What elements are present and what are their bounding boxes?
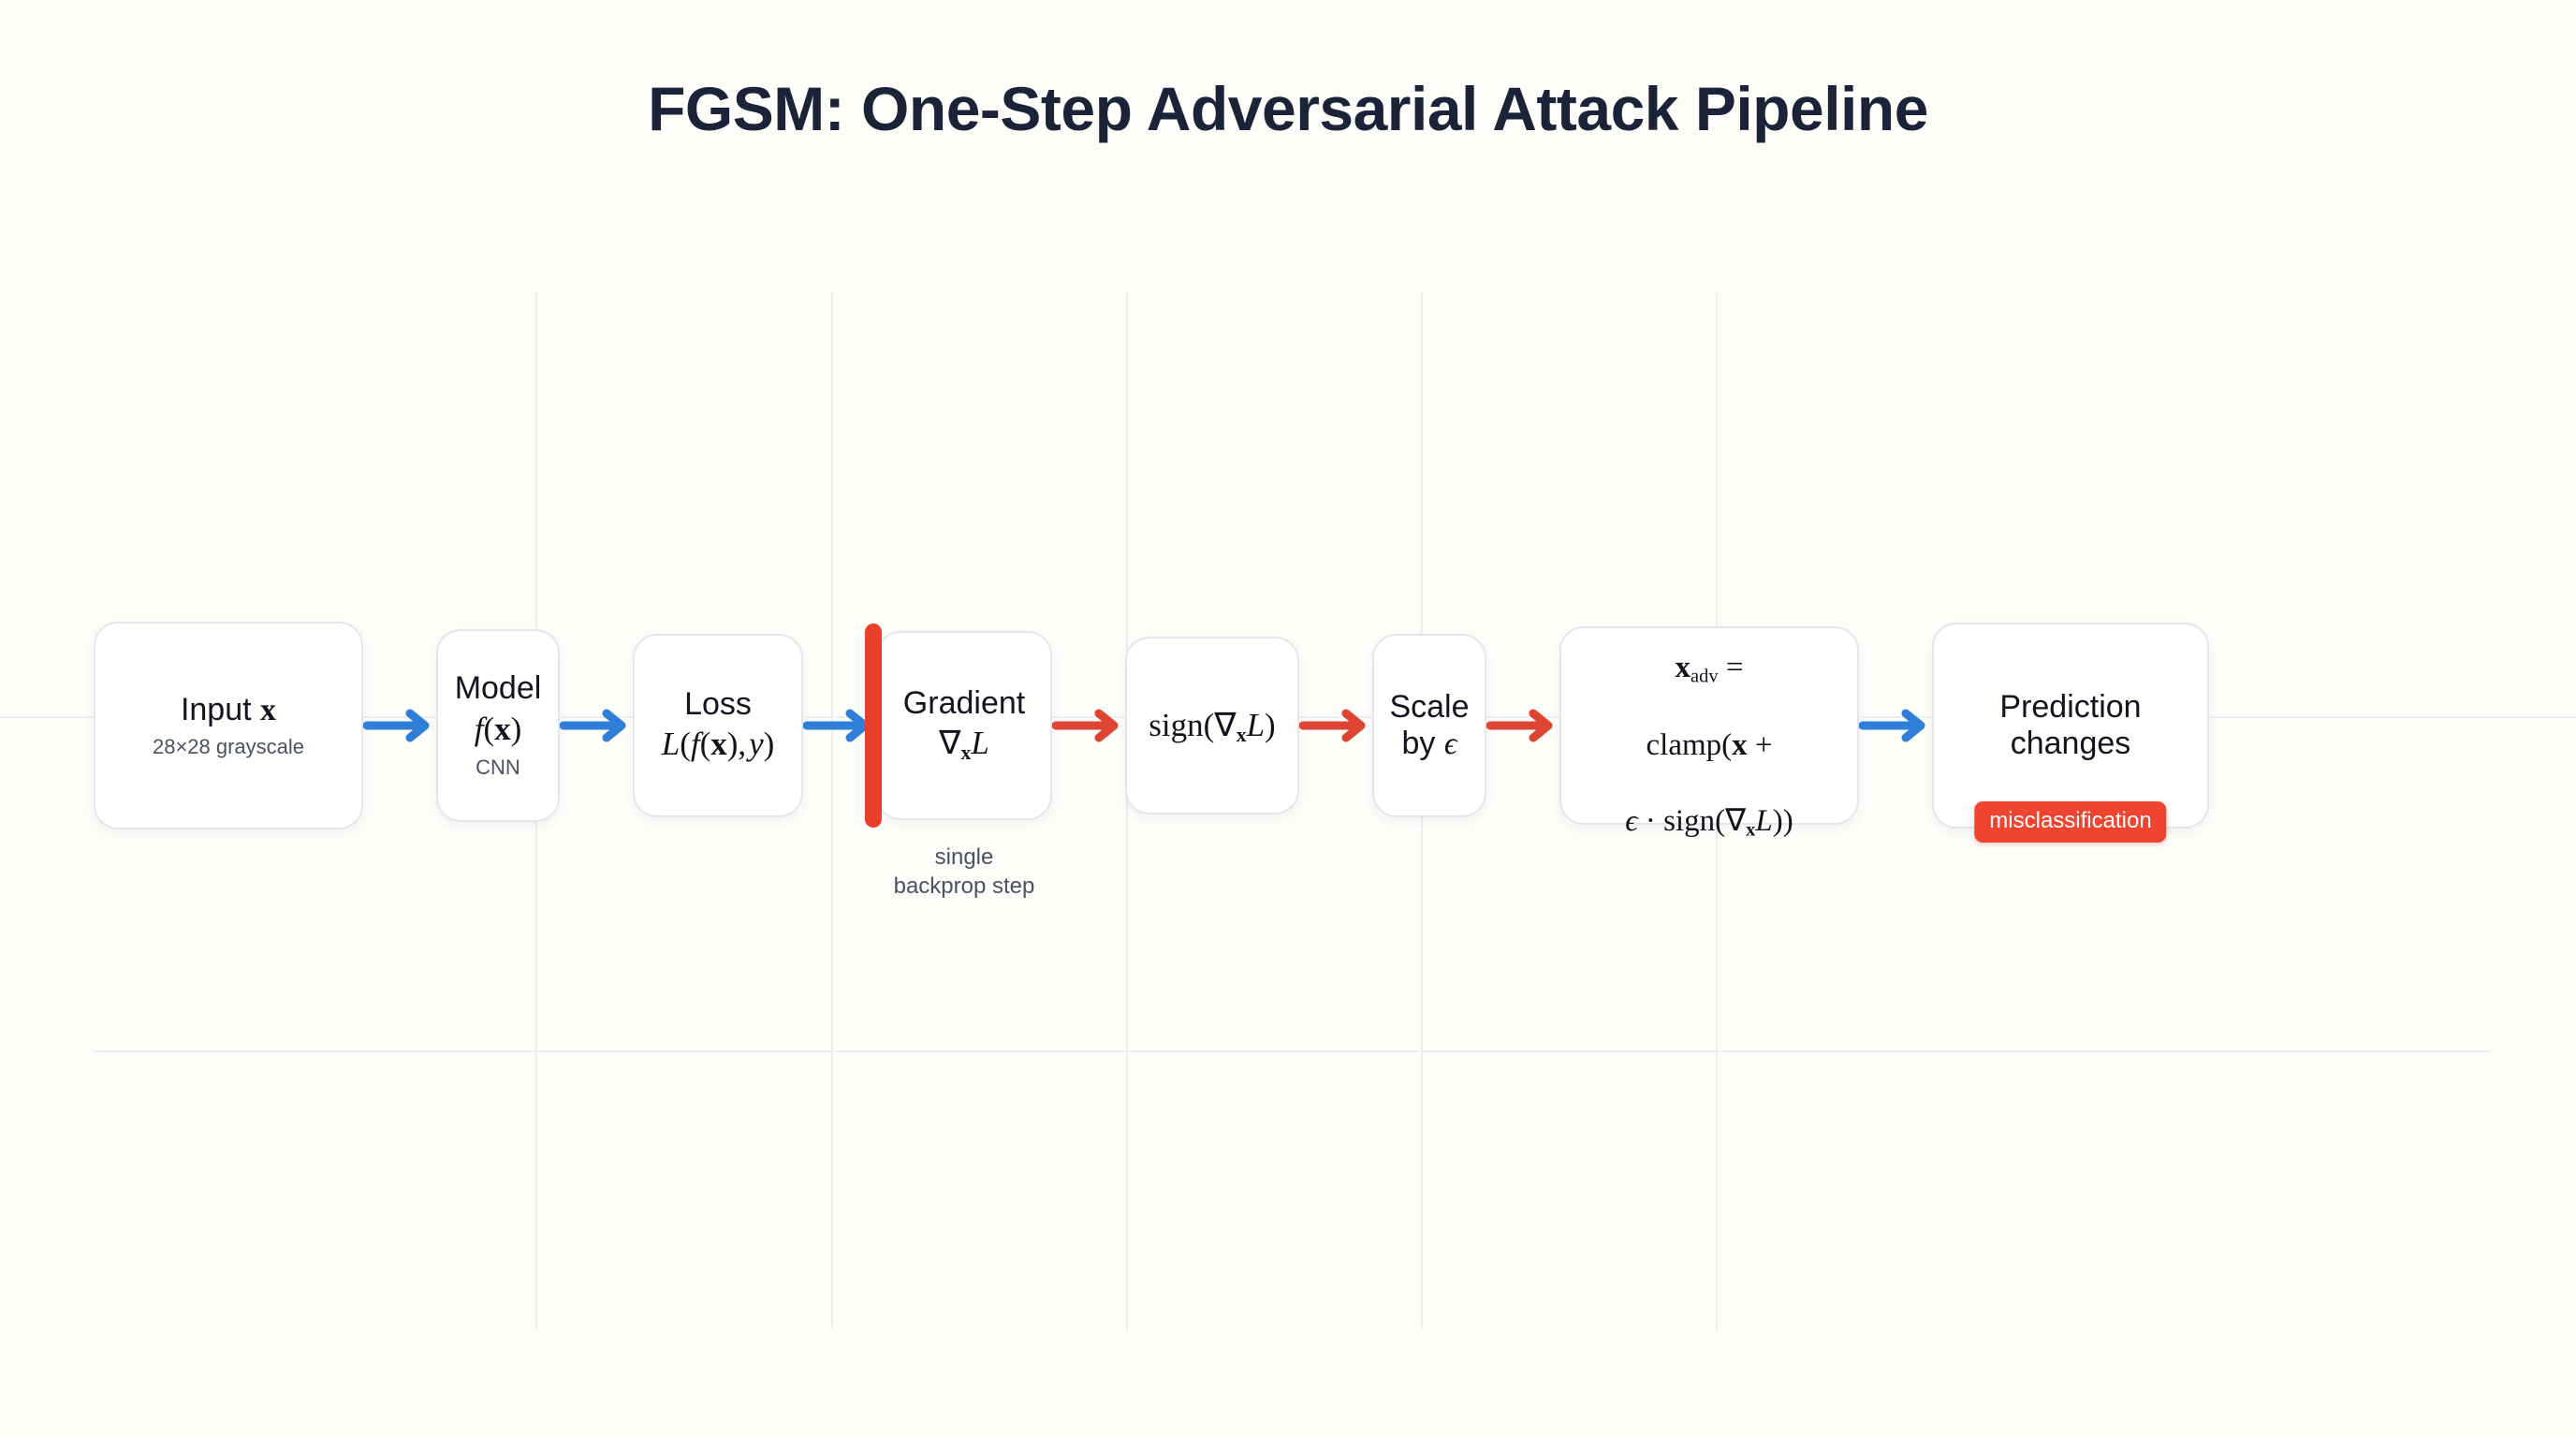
node-loss-formula: L(f(x), y) — [661, 726, 775, 763]
node-loss[interactable]: Loss L(f(x), y) — [633, 634, 803, 817]
node-gradient-formula: ∇xL — [939, 725, 989, 765]
node-model-subtitle: CNN — [476, 756, 520, 780]
node-adversarial[interactable]: xadv = clamp(x + ϵ · sign(∇xL)) — [1559, 626, 1859, 840]
node-adversarial-formula: xadv = clamp(x + ϵ · sign(∇xL)) — [1625, 651, 1793, 841]
node-prediction-title: Prediction changes — [1999, 688, 2142, 761]
arrow-blue-2 — [560, 707, 633, 744]
node-model[interactable]: Model f(x) CNN — [436, 629, 560, 822]
gradient-accent-bar — [865, 624, 882, 828]
status-badge-misclassification: misclassification — [1974, 801, 2167, 843]
node-sign-formula: sign(∇xL) — [1149, 706, 1276, 746]
node-loss-title: Loss — [684, 685, 752, 722]
node-gradient-title: Gradient — [902, 685, 1026, 722]
node-input-subtitle: 28×28 grayscale — [152, 735, 305, 759]
node-gradient[interactable]: Gradient ∇xL single backprop step — [865, 624, 1052, 899]
pipeline-row: Input x 28×28 grayscale Model f(x) CNN L… — [94, 618, 2209, 899]
node-model-title: Model — [454, 670, 542, 707]
node-input-title: Input x — [180, 691, 277, 727]
arrow-red-1 — [1052, 707, 1125, 744]
node-sign[interactable]: sign(∇xL) — [1125, 637, 1299, 814]
arrow-red-3 — [1486, 707, 1559, 744]
grid-line-vertical — [1126, 292, 1128, 1329]
arrow-blue-1 — [363, 707, 436, 744]
arrow-red-2 — [1299, 707, 1372, 744]
arrow-blue-4 — [1859, 707, 1932, 744]
grid-line-vertical — [831, 292, 833, 1329]
grid-line-horizontal — [94, 1050, 2490, 1052]
node-model-formula: f(x) — [474, 710, 522, 747]
node-input[interactable]: Input x 28×28 grayscale — [94, 622, 363, 829]
page-title: FGSM: One-Step Adversarial Attack Pipeli… — [648, 74, 1928, 143]
node-gradient-caption: single backprop step — [893, 844, 1035, 900]
node-prediction[interactable]: Prediction changes misclassification — [1932, 623, 2209, 843]
